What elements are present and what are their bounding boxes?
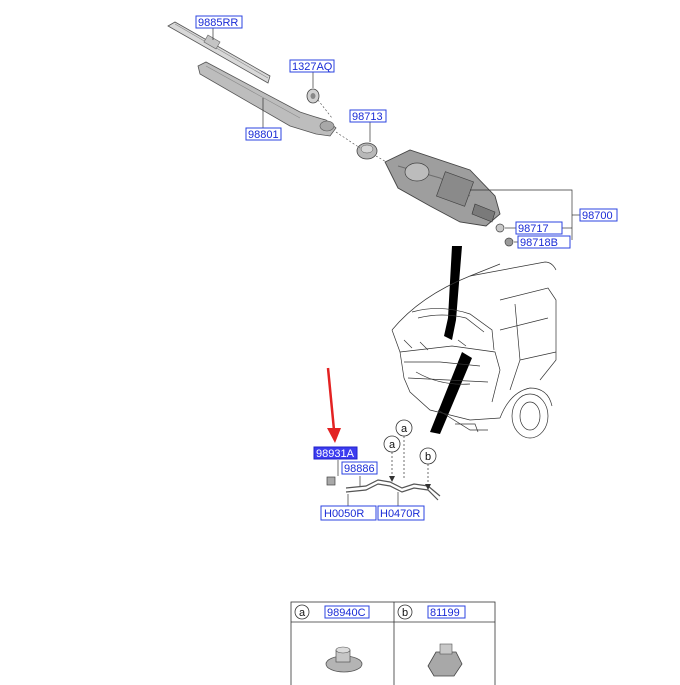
svg-text:H0470R: H0470R [380,508,420,520]
label-98801[interactable]: 98801 [245,127,282,141]
label-H0470R[interactable]: H0470R [377,505,425,521]
nozzle-icon[interactable] [326,476,336,486]
label-1327AQ[interactable]: 1327AQ [289,59,335,73]
label-98931A-selected[interactable]: 98931A [313,446,358,460]
legend-cell-a[interactable]: a 98940C [294,604,370,620]
svg-text:a: a [389,439,396,451]
label-98886[interactable]: 98886 [341,461,378,475]
svg-text:98801: 98801 [248,129,279,141]
svg-text:9885RR: 9885RR [198,17,238,29]
cap-icon[interactable] [356,142,378,160]
washer-hose[interactable] [345,479,441,501]
wiper-arm[interactable] [197,61,337,137]
clip-81199-icon [427,643,463,677]
svg-text:98940C: 98940C [327,607,366,619]
svg-text:98700: 98700 [582,210,613,222]
vehicle-rear-drawing [391,261,557,439]
svg-text:b: b [425,451,431,463]
wiper-blade[interactable] [167,21,271,84]
svg-text:98717: 98717 [518,223,549,235]
callout-a-lower[interactable]: a [383,435,401,453]
svg-text:81199: 81199 [430,607,460,619]
label-98718B[interactable]: 98718B [517,235,571,249]
callout-b[interactable]: b [419,447,437,465]
highlight-arrow [326,367,341,443]
svg-text:a: a [401,423,408,435]
label-H0050R[interactable]: H0050R [320,505,377,521]
bolt-icon[interactable] [504,237,514,247]
svg-text:98718B: 98718B [520,237,558,249]
label-98717[interactable]: 98717 [515,221,563,235]
wiper-motor[interactable] [384,149,501,227]
clip-98940C-icon [325,646,363,673]
legend-table [290,601,496,685]
svg-text:a: a [299,607,306,619]
label-98700[interactable]: 98700 [579,208,618,222]
legend-cell-b[interactable]: b 81199 [397,604,466,620]
svg-text:98931A: 98931A [316,448,355,460]
callout-a-upper[interactable]: a [395,419,413,437]
label-9885RR[interactable]: 9885RR [195,15,243,29]
label-98713[interactable]: 98713 [349,109,387,123]
location-arrow-upper [444,246,462,340]
location-arrow-lower [430,352,472,434]
svg-text:b: b [402,607,408,619]
svg-text:98886: 98886 [344,463,375,475]
svg-text:98713: 98713 [352,111,383,123]
nut-icon[interactable] [306,88,320,104]
svg-text:1327AQ: 1327AQ [292,61,333,73]
grommet-icon[interactable] [495,223,505,233]
svg-text:H0050R: H0050R [324,508,364,520]
